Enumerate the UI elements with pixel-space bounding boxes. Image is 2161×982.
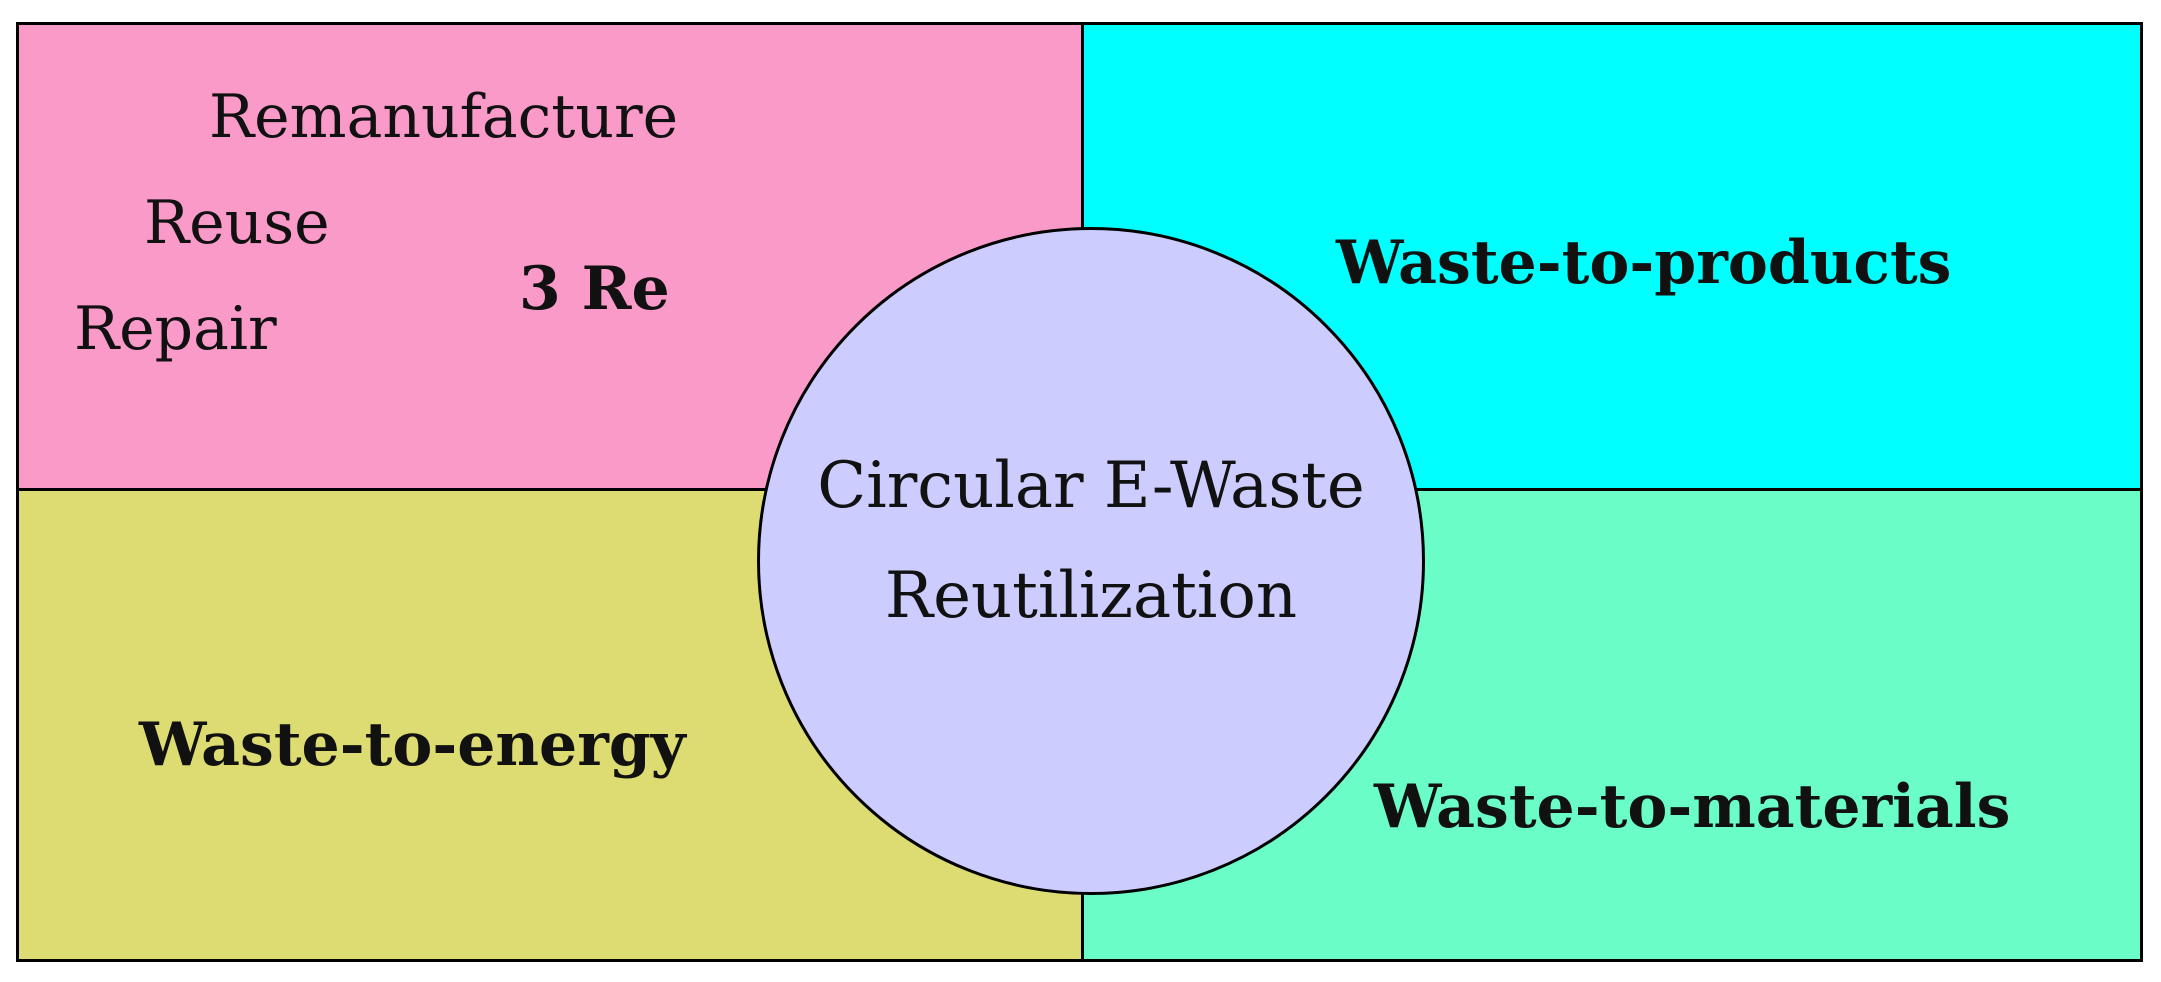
center-title-line1: Circular E-Waste <box>817 449 1365 523</box>
diagram-frame: Remanufacture Reuse Repair 3 Re Waste-to… <box>16 22 2143 962</box>
center-title-line2: Reutilization <box>884 559 1298 633</box>
label-waste-to-energy: Waste-to-energy <box>139 710 686 780</box>
heading-3re: 3 Re <box>519 254 670 324</box>
label-waste-to-materials: Waste-to-materials <box>1374 772 2011 842</box>
quadrant-3re: Remanufacture Reuse Repair 3 Re <box>19 25 1084 491</box>
item-reuse: Reuse <box>144 188 330 258</box>
item-remanufacture: Remanufacture <box>209 82 679 152</box>
center-circle: Circular E-Waste Reutilization <box>757 227 1425 895</box>
label-waste-to-products: Waste-to-products <box>1336 228 1952 298</box>
item-repair: Repair <box>74 294 277 364</box>
